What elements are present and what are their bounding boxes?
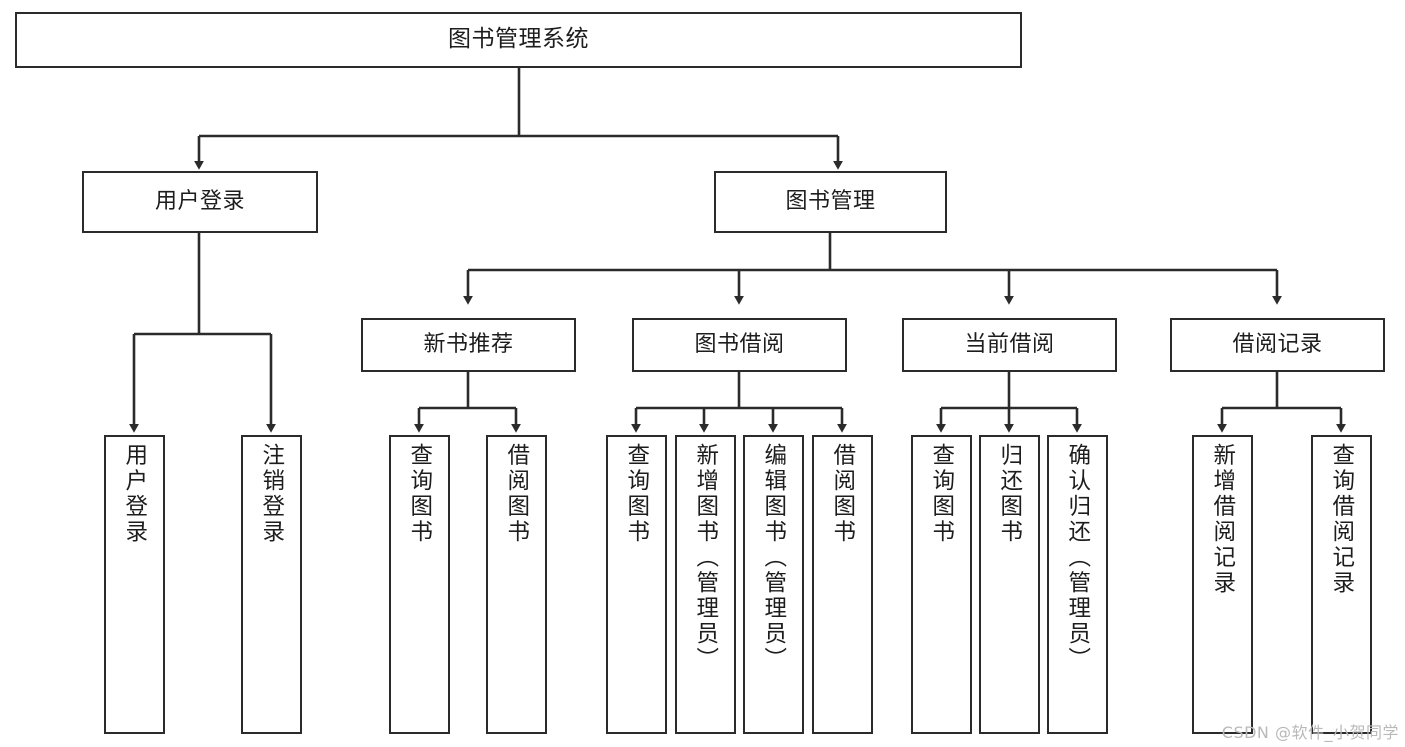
node-label: 编辑图书（管理员） — [760, 443, 787, 673]
node-label: 图书管理系统 — [448, 26, 589, 53]
node-new-book-recommend[interactable]: 新书推荐 — [361, 318, 576, 372]
csdn-watermark: CSDN @软件_小贺同学 — [1221, 723, 1399, 742]
leaf-add-borrow-record[interactable]: 新增借阅记录 — [1192, 435, 1253, 734]
node-user-login[interactable]: 用户登录 — [82, 171, 318, 233]
node-label: 查询图书 — [406, 443, 433, 545]
leaf-logout-login[interactable]: 注销登录 — [241, 435, 302, 734]
node-label: 借阅记录 — [1232, 332, 1323, 358]
leaf-edit-book[interactable]: 编辑图书（管理员） — [743, 435, 804, 734]
node-borrow-record[interactable]: 借阅记录 — [1170, 318, 1385, 372]
leaf-query-book-new-recommend[interactable]: 查询图书 — [389, 435, 450, 734]
leaf-query-book-borrow[interactable]: 查询图书 — [606, 435, 667, 734]
leaf-user-login[interactable]: 用户登录 — [104, 435, 165, 734]
node-label: 借阅图书 — [503, 443, 530, 545]
node-book-borrow[interactable]: 图书借阅 — [632, 318, 847, 372]
node-current-borrow[interactable]: 当前借阅 — [902, 318, 1117, 372]
node-label: 用户登录 — [121, 443, 148, 545]
leaf-borrow-book-new-recommend[interactable]: 借阅图书 — [486, 435, 547, 734]
leaf-query-book-current[interactable]: 查询图书 — [911, 435, 972, 734]
node-label: 查询图书 — [928, 443, 955, 545]
node-label: 用户登录 — [154, 189, 245, 215]
node-label: 确认归还（管理员） — [1064, 443, 1091, 673]
node-label: 归还图书 — [996, 443, 1023, 545]
leaf-confirm-return[interactable]: 确认归还（管理员） — [1047, 435, 1108, 734]
node-label: 当前借阅 — [964, 332, 1055, 358]
node-label: 查询图书 — [623, 443, 650, 545]
node-label: 图书管理 — [785, 189, 876, 215]
node-label: 新书推荐 — [423, 332, 514, 358]
node-label: 查询借阅记录 — [1328, 443, 1355, 596]
leaf-add-book[interactable]: 新增图书（管理员） — [675, 435, 736, 734]
node-label: 新增借阅记录 — [1209, 443, 1236, 596]
leaf-borrow-book[interactable]: 借阅图书 — [812, 435, 873, 734]
node-label: 新增图书（管理员） — [692, 443, 719, 673]
leaf-return-book[interactable]: 归还图书 — [979, 435, 1040, 734]
node-book-manage[interactable]: 图书管理 — [714, 171, 947, 233]
node-root-book-management-system[interactable]: 图书管理系统 — [15, 12, 1022, 68]
node-label: 图书借阅 — [694, 332, 785, 358]
leaf-query-borrow-record[interactable]: 查询借阅记录 — [1311, 435, 1372, 734]
node-label: 借阅图书 — [829, 443, 856, 545]
node-label: 注销登录 — [258, 443, 285, 545]
